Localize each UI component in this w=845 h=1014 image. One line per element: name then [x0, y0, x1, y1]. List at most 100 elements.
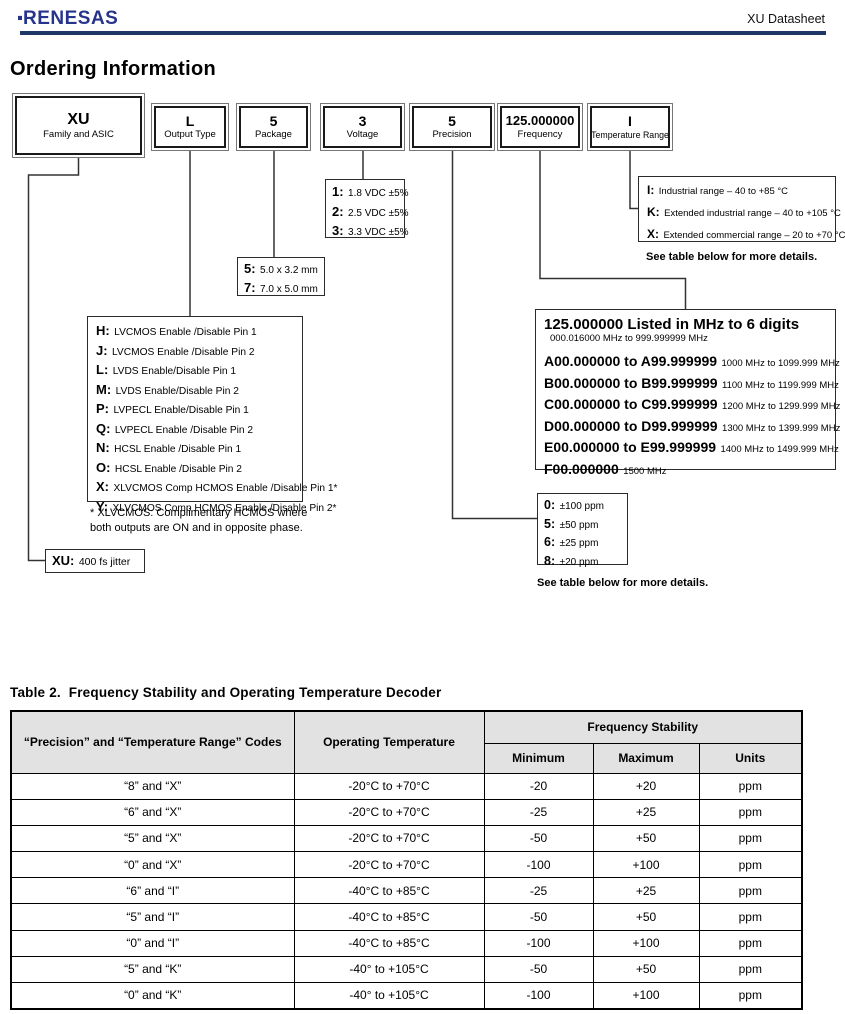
cell-operating-temperature: -40°C to +85°C	[293, 903, 485, 931]
precision-options-box: 0: ±100 ppm 5: ±50 ppm 6: ±25 ppm 8: ±20…	[537, 493, 628, 568]
cell-codes: “8” and “X”	[10, 772, 295, 800]
output-type-option: N: HCSL Enable /Disable Pin 1	[96, 439, 294, 459]
option-code: 6:	[544, 535, 556, 549]
option-code: P:	[96, 401, 109, 416]
precision-option: 8: ±20 ppm	[544, 553, 621, 572]
column-header-maximum: Maximum	[592, 742, 700, 774]
code-box-package: 5 Package	[236, 103, 311, 151]
option-code: Q:	[96, 420, 111, 436]
table-row: “5” and “I” -40°C to +85°C -50 +50 ppm	[10, 903, 803, 931]
code-value: 5	[269, 113, 278, 129]
option-text: 2.5 VDC ±5%	[348, 207, 409, 219]
option-text: LVDS Enable/Disable Pin 2	[115, 385, 239, 397]
cell-units: ppm	[698, 824, 803, 853]
option-text: XLVCMOS Comp HCMOS Enable /Disable Pin 1…	[113, 483, 338, 494]
connector-family	[27, 158, 80, 562]
doc-title: XU Datasheet	[747, 12, 825, 26]
code-box-voltage: 3 Voltage	[320, 103, 405, 151]
option-text: ±25 ppm	[559, 538, 599, 549]
cell-maximum: +50	[592, 903, 700, 931]
option-code: 7:	[244, 280, 256, 295]
cell-units: ppm	[698, 772, 803, 800]
option-code: 3:	[332, 223, 344, 238]
range-code: B00.000000 to B99.999999	[544, 374, 718, 391]
code-label: Temperature Range	[591, 130, 669, 140]
cell-units: ppm	[698, 981, 803, 1010]
code-value: 3	[358, 113, 367, 129]
range-text: 1500 MHz	[623, 465, 667, 477]
option-text: LVDS Enable/Disable Pin 1	[112, 366, 236, 377]
cell-minimum: -50	[483, 955, 594, 984]
cell-minimum: -100	[483, 929, 594, 957]
option-text: ±20 ppm	[559, 556, 599, 568]
column-header-codes: “Precision” and “Temperature Range” Code…	[10, 710, 295, 774]
cell-maximum: +100	[592, 981, 700, 1010]
table-row: “6” and “I” -40°C to +85°C -25 +25 ppm	[10, 877, 803, 905]
temperature-option: X: Extended commercial range – 20 to +70…	[647, 224, 845, 246]
frequency-stability-table: “Precision” and “Temperature Range” Code…	[10, 710, 804, 1010]
option-text: HCSL Enable /Disable Pin 2	[114, 463, 242, 475]
precision-note: See table below for more details.	[537, 577, 709, 589]
frequency-range: D00.000000 to D99.999999 1300 MHz to 139…	[544, 417, 840, 439]
frequency-range: C00.000000 to C99.999999 1200 MHz to 129…	[544, 395, 840, 417]
cell-maximum: +20	[592, 772, 700, 800]
frequency-range: E00.000000 to E99.999999 1400 MHz to 149…	[544, 438, 839, 460]
option-code: 8:	[544, 553, 556, 568]
option-code: 1:	[332, 184, 344, 199]
cell-codes: “0” and “X”	[10, 851, 295, 879]
range-code: E00.000000 to E99.999999	[544, 439, 717, 455]
code-box-voltage-inner: 3 Voltage	[323, 106, 402, 148]
cell-units: ppm	[698, 903, 803, 931]
code-box-package-inner: 5 Package	[239, 106, 308, 148]
option-text: Extended commercial range – 20 to +70 °C	[663, 230, 845, 241]
temperature-options-box: I: Industrial range – 40 to +85 °C K: Ex…	[638, 176, 845, 242]
code-value: XU	[67, 111, 90, 128]
jitter-box: XU: 400 fs jitter	[45, 549, 145, 573]
code-box-temperature-range: I Temperature Range	[587, 103, 673, 151]
connector-precision	[451, 151, 537, 520]
output-type-option: P: LVPECL Enable/Disable Pin 1	[96, 400, 294, 420]
output-type-option: L: LVDS Enable/Disable Pin 1	[96, 361, 294, 381]
table-row: “6” and “X” -20°C to +70°C -25 +25 ppm	[10, 798, 803, 826]
table-title: Table 2. Frequency Stability and Operati…	[10, 685, 442, 700]
table-row: “8” and “X” -20°C to +70°C -20 +20 ppm	[10, 772, 803, 800]
connector-temperature	[629, 151, 638, 210]
cell-maximum: +100	[592, 929, 700, 957]
renesas-logo: RENESAS	[18, 8, 118, 31]
option-code: 0:	[544, 498, 556, 512]
column-header-operating-temperature: Operating Temperature	[293, 710, 485, 774]
range-text: 1000 MHz to 1099.999 MHz	[721, 358, 840, 369]
table-row: “5” and “X” -20°C to +70°C -50 +50 ppm	[10, 824, 803, 853]
option-text: LVPECL Enable/Disable Pin 1	[113, 405, 249, 416]
output-type-option: Q: LVPECL Enable /Disable Pin 2	[96, 420, 294, 440]
output-type-option: J: LVCMOS Enable /Disable Pin 2	[96, 342, 294, 362]
option-text: Industrial range – 40 to +85 °C	[658, 186, 789, 197]
code-box-frequency-inner: 125.000000 Frequency	[500, 106, 580, 148]
option-code: 2:	[332, 203, 344, 219]
code-value: 125.000000	[505, 113, 575, 128]
output-type-option: Y: XLVCMOS Comp HCMOS Enable /Disable Pi…	[96, 498, 337, 518]
range-code: C00.000000 to C99.999999	[544, 396, 718, 412]
option-text: LVCMOS Enable /Disable Pin 1	[114, 327, 257, 338]
output-type-option: O: HCSL Enable /Disable Pin 2	[96, 459, 294, 479]
range-text: 1200 MHz to 1299.999 MHz	[722, 401, 841, 412]
cell-minimum: -50	[483, 903, 594, 931]
cell-minimum: -100	[483, 981, 594, 1010]
frequency-detail-box: 125.000000 Listed in MHz to 6 digits 000…	[535, 309, 840, 477]
option-code: H:	[96, 323, 110, 338]
frequency-ranges: A00.000000 to A99.999999 1000 MHz to 109…	[544, 352, 840, 481]
range-code: D00.000000 to D99.999999	[544, 417, 718, 434]
cell-operating-temperature: -40°C to +85°C	[293, 929, 485, 957]
option-text: Extended industrial range – 40 to +105 °…	[664, 208, 841, 219]
cell-minimum: -50	[483, 824, 594, 853]
cell-operating-temperature: -20°C to +70°C	[293, 824, 485, 853]
code-box-family-inner: XU Family and ASIC	[15, 96, 142, 155]
code-box-precision-inner: 5 Precision	[412, 106, 492, 148]
code-box-precision: 5 Precision	[409, 103, 495, 151]
cell-maximum: +100	[592, 851, 700, 879]
code-value: 5	[448, 113, 456, 129]
cell-operating-temperature: -20°C to +70°C	[293, 798, 485, 826]
option-code: L:	[96, 362, 109, 377]
range-text: 1300 MHz to 1399.999 MHz	[722, 422, 841, 434]
